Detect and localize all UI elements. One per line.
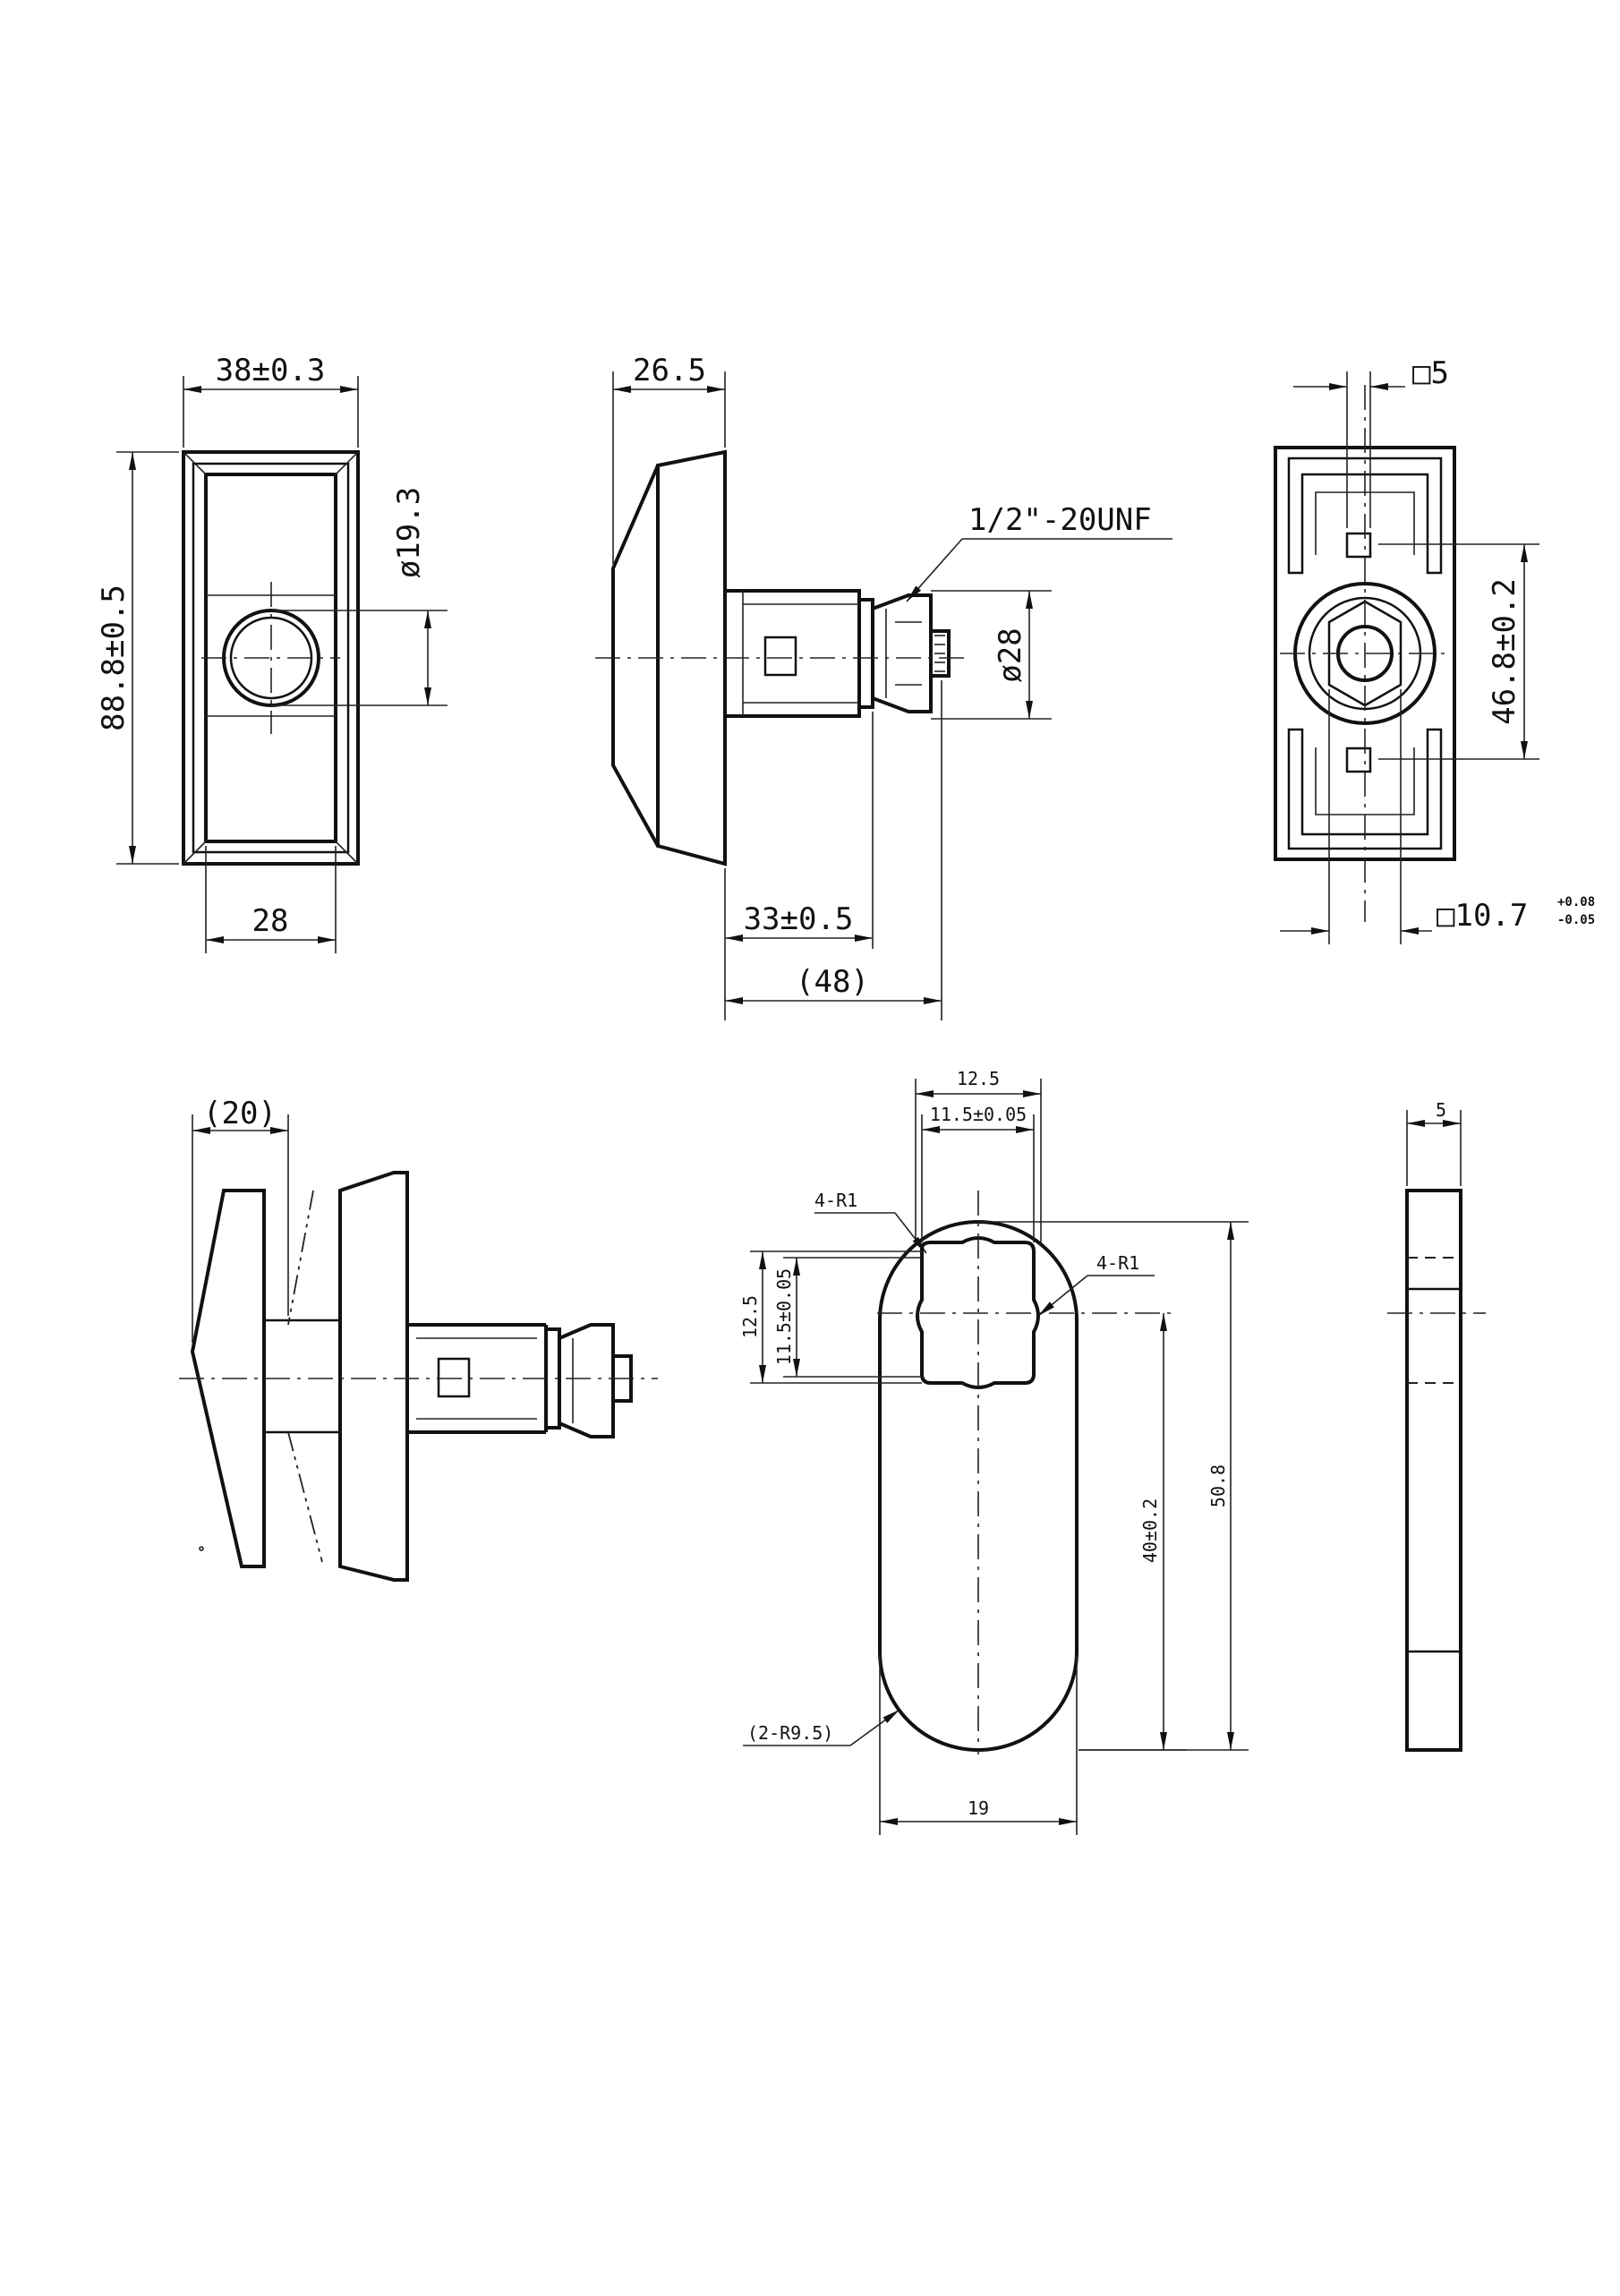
front-view: 38±0.3 88.8±0.5 ø19.3 28 (96, 353, 448, 953)
cam-corner-right-dim: 4-R1 (1096, 1252, 1139, 1274)
cam-length-dim: 50.8 (1207, 1464, 1229, 1507)
rotated-view: (20) (179, 1096, 658, 1582)
side-diameter-dim: ø28 (993, 627, 1028, 682)
rear-spacing-dim: 46.8±0.2 (1487, 578, 1522, 725)
cam-view: 12.5 11.5±0.05 12.5 11.5±0.05 4-R1 4-R1 … (739, 1068, 1249, 1835)
side-thread-dim: 1/2"-20UNF (968, 502, 1152, 538)
rear-tol-lower: -0.05 (1557, 913, 1595, 927)
cam-top-inner-dim: 11.5±0.05 (930, 1104, 1027, 1125)
rear-view: □5 46.8±0.2 □10.7 +0.08 -0.05 (1274, 355, 1595, 944)
side-view: 26.5 1/2"-20UNF ø28 33±0.5 (48) (595, 353, 1172, 1020)
side-overall-dim: (48) (796, 964, 869, 1000)
rotated-offset-dim: (20) (203, 1096, 277, 1131)
rear-square-tol-dim: □10.7 (1437, 898, 1528, 934)
side-depth-dim: 26.5 (633, 353, 706, 388)
side-length-dim: 33±0.5 (744, 901, 854, 937)
cam-side-view: 5 (1387, 1099, 1486, 1752)
front-bore-dim: ø19.3 (391, 487, 427, 578)
cam-left-inner-dim: 11.5±0.05 (773, 1268, 795, 1365)
front-height-dim: 88.8±0.5 (96, 585, 132, 731)
cam-top-outer-dim: 12.5 (957, 1068, 1000, 1089)
cam-radius-dim: (2-R9.5) (747, 1722, 833, 1744)
cam-left-outer-dim: 12.5 (739, 1295, 761, 1338)
cam-corner-left-dim: 4-R1 (814, 1190, 857, 1211)
front-width-dim: 38±0.3 (216, 353, 326, 388)
front-inner-dim: 28 (252, 903, 289, 939)
rear-tol-upper: +0.08 (1557, 895, 1595, 909)
cam-side-thickness-dim: 5 (1436, 1099, 1446, 1121)
cam-width-dim: 19 (968, 1797, 989, 1819)
cam-center-dim: 40±0.2 (1139, 1498, 1161, 1563)
rear-square-dim: □5 (1412, 355, 1449, 391)
